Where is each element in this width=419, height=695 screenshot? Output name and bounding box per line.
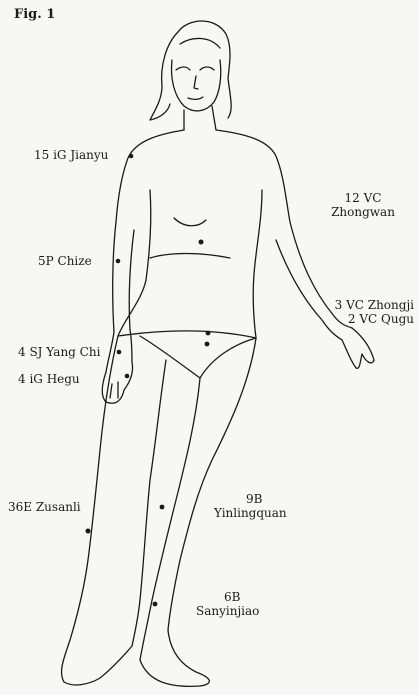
- marker-jianyu: [129, 154, 134, 159]
- label-zhongji-qugu: 3 VC Zhongji 2 VC Qugu: [318, 298, 414, 326]
- label-chize: 5P Chize: [38, 254, 92, 268]
- marker-qugu: [205, 342, 210, 347]
- label-zhongwan: 12 VC Zhongwan: [328, 191, 398, 219]
- marker-sanyinjiao: [153, 602, 158, 607]
- label-yangchi: 4 SJ Yang Chi: [18, 345, 100, 359]
- label-yinlingquan: 9B Yinlingquan: [214, 492, 287, 520]
- label-zusanli: 36E Zusanli: [8, 500, 81, 514]
- marker-zhongji: [206, 331, 211, 336]
- label-zhongji: 3 VC Zhongji: [318, 298, 414, 312]
- label-jianyu: 15 iG Jianyu: [34, 148, 108, 162]
- marker-hegu: [125, 374, 130, 379]
- label-yinlingquan-num: 9B: [214, 492, 287, 506]
- marker-chize: [116, 259, 121, 264]
- label-qugu: 2 VC Qugu: [318, 312, 414, 326]
- marker-yinlingquan: [160, 505, 165, 510]
- label-sanyinjiao-num: 6B: [196, 590, 259, 604]
- marker-zusanli: [86, 529, 91, 534]
- label-sanyinjiao: 6B Sanyinjiao: [196, 590, 259, 618]
- label-sanyinjiao-name: Sanyinjiao: [196, 604, 259, 618]
- marker-yangchi: [117, 350, 122, 355]
- marker-zhongwan: [199, 240, 204, 245]
- label-zhongwan-name: Zhongwan: [328, 205, 398, 219]
- label-zhongwan-num: 12 VC: [328, 191, 398, 205]
- label-hegu: 4 iG Hegu: [18, 372, 80, 386]
- figure-label: Fig. 1: [14, 8, 55, 22]
- label-yinlingquan-name: Yinlingquan: [214, 506, 287, 520]
